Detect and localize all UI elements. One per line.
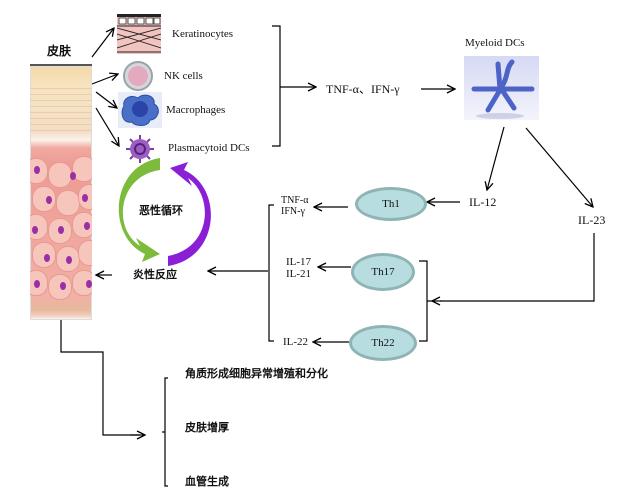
cytokine-bracket (268, 204, 274, 342)
cells-bracket (272, 25, 281, 147)
arrow-myeloid-il12 (487, 126, 505, 190)
th1-output-tnf: TNF-α (281, 195, 309, 206)
outcome-skin-thickening: 皮肤增厚 (185, 421, 229, 434)
myeloid-dc-icon (464, 56, 539, 120)
arrow-skin-macrophages (95, 91, 117, 108)
myeloid-dc-label: Myeloid DCs (465, 37, 525, 49)
nk-cell-icon (123, 61, 153, 91)
keratinocytes-icon (117, 14, 161, 54)
skin-outcome-path (60, 318, 140, 436)
skin-cross-section-image (30, 64, 92, 320)
cycle-arrow-green (118, 158, 160, 262)
vicious-cycle-label: 恶性循环 (139, 204, 183, 217)
th1-cell: Th1 (355, 187, 427, 221)
th1-output-ifn: IFN-γ (281, 206, 305, 217)
cell-label-keratinocytes: Keratinocytes (172, 28, 234, 40)
arrow-skin-keratinocytes (91, 28, 114, 58)
inflammation-label: 炎性反应 (133, 268, 177, 281)
outcome-keratinocyte-proliferation: 角质形成细胞异常增殖和分化 (185, 367, 328, 380)
il12-label: IL-12 (469, 195, 497, 209)
cycle-arrows (118, 158, 211, 266)
il23-path (440, 233, 595, 302)
th22-output-il22: IL-22 (283, 336, 309, 348)
th1-label: Th1 (382, 198, 400, 210)
th22-cell: Th22 (349, 325, 417, 361)
outcomes-bracket (164, 377, 168, 487)
th17-cell: Th17 (351, 253, 415, 291)
cycle-arrow-purple (168, 162, 211, 266)
th17-output-il21: IL-21 (286, 268, 312, 280)
plasmacytoid-dc-icon (126, 135, 154, 163)
cell-label-macrophages: Macrophages (166, 104, 226, 116)
arrow-skin-pdc (95, 107, 119, 146)
outcome-angiogenesis: 血管生成 (185, 475, 229, 488)
th22-label: Th22 (371, 337, 395, 349)
cell-label-nk: NK cells (164, 70, 203, 82)
cytokines-tnf-ifn: TNF-α、IFN-γ (326, 82, 400, 96)
arrow-myeloid-il23 (525, 127, 593, 207)
th17-output-il17: IL-17 (286, 256, 312, 268)
il23-label: IL-23 (578, 213, 606, 227)
th-bracket (419, 260, 428, 342)
cell-label-pdc: Plasmacytoid DCs (168, 142, 250, 154)
skin-label: 皮肤 (47, 44, 72, 58)
th17-label: Th17 (371, 266, 395, 278)
macrophage-icon (118, 92, 162, 128)
arrow-skin-nk (91, 74, 118, 85)
